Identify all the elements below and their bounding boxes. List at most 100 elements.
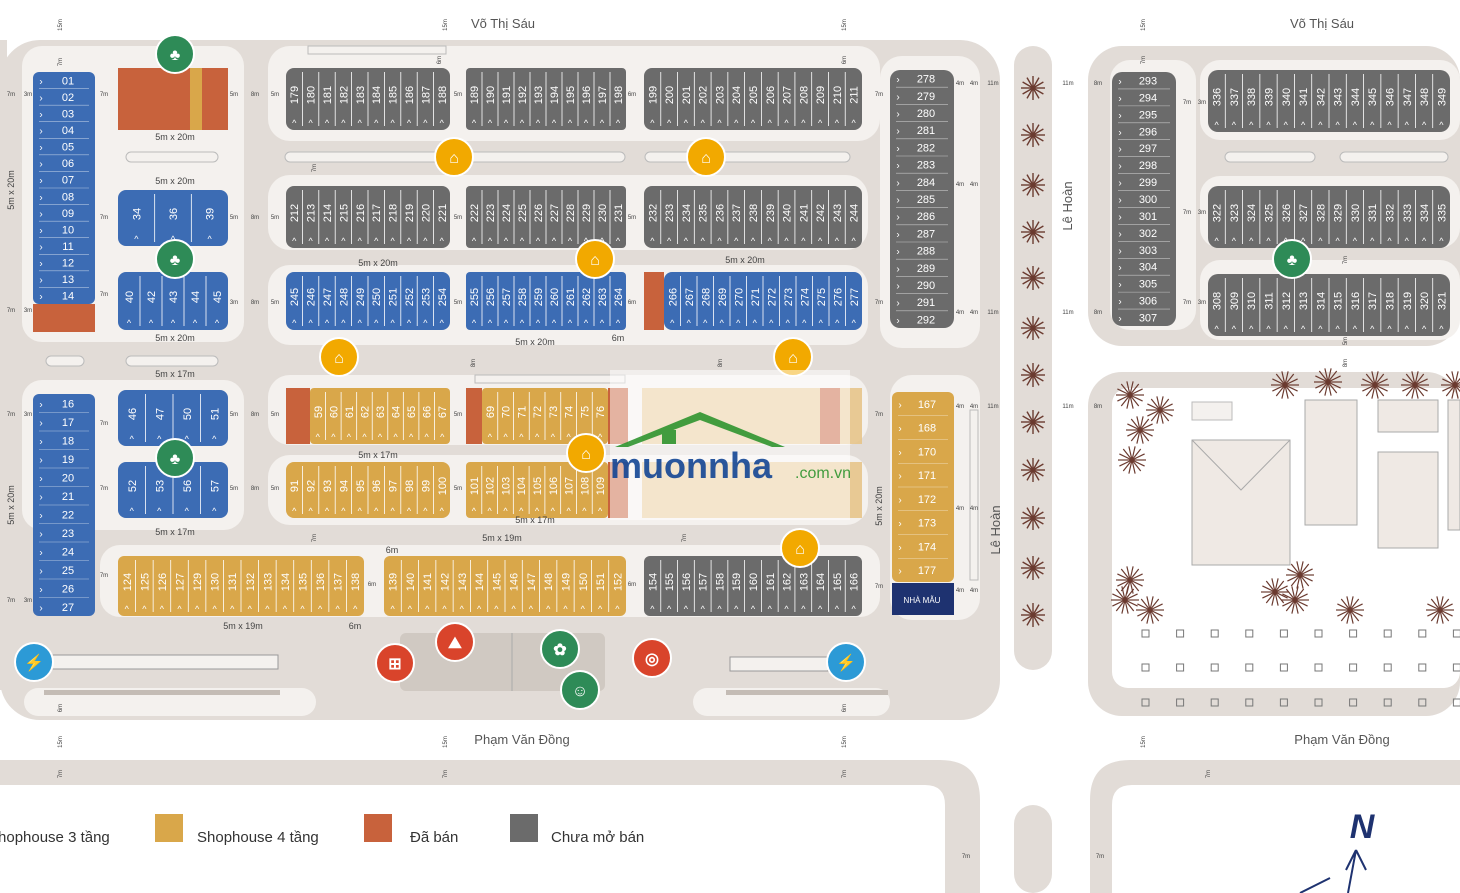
lot-number[interactable]: 229 [581, 204, 593, 222]
lot-number[interactable]: 332 [1385, 204, 1397, 222]
lot-number[interactable]: 231 [613, 204, 625, 222]
lot-number[interactable]: 305 [1139, 279, 1157, 291]
lot-number[interactable]: 167 [918, 399, 936, 411]
lot-number[interactable]: 22 [62, 509, 74, 521]
lot-number[interactable]: 282 [917, 142, 935, 154]
lot-number[interactable]: 160 [748, 573, 760, 591]
lot-number[interactable]: 98 [404, 480, 416, 492]
lot-number[interactable]: 293 [1139, 75, 1157, 87]
lot-number[interactable]: 179 [289, 86, 301, 104]
lot-number[interactable]: 61 [344, 406, 356, 418]
lot-number[interactable]: 251 [388, 288, 400, 306]
lot-number[interactable]: 193 [533, 86, 545, 104]
lot-number[interactable]: 313 [1298, 292, 1310, 310]
lot-number[interactable]: 36 [168, 208, 180, 220]
lot-number[interactable]: 183 [355, 86, 367, 104]
lot-number[interactable]: 233 [664, 204, 676, 222]
lot-number[interactable]: 25 [62, 565, 74, 577]
lot-number[interactable]: 340 [1281, 88, 1293, 106]
lot-number[interactable]: 219 [404, 204, 416, 222]
lot-number[interactable]: 234 [681, 204, 693, 222]
lot-number[interactable]: 198 [613, 86, 625, 104]
lot-number[interactable]: 217 [371, 204, 383, 222]
lot-number[interactable]: 247 [322, 288, 334, 306]
lot-number[interactable]: 50 [182, 408, 194, 420]
lot-number[interactable]: 258 [517, 288, 529, 306]
lot-number[interactable]: 147 [526, 573, 538, 591]
lot-number[interactable]: 307 [1139, 313, 1157, 325]
lot-number[interactable]: 66 [422, 406, 434, 418]
lot-number[interactable]: 315 [1333, 292, 1345, 310]
lot-number[interactable]: 250 [371, 288, 383, 306]
lot-number[interactable]: 290 [917, 280, 935, 292]
lot-number[interactable]: 21 [62, 491, 74, 503]
lot-number[interactable]: 126 [157, 573, 169, 591]
lot-number[interactable]: 216 [355, 204, 367, 222]
lot-number[interactable]: 67 [437, 406, 449, 418]
lot-number[interactable]: 334 [1419, 204, 1431, 222]
lot-number[interactable]: 277 [849, 288, 861, 306]
lot-number[interactable]: 73 [548, 406, 560, 418]
lot-number[interactable]: 232 [647, 204, 659, 222]
lot-number[interactable]: 16 [62, 398, 74, 410]
lot-number[interactable]: 100 [437, 477, 449, 495]
lot-number[interactable]: 95 [355, 480, 367, 492]
lot-number[interactable]: 213 [306, 204, 318, 222]
lot-number[interactable]: 289 [917, 263, 935, 275]
lot-number[interactable]: 99 [420, 480, 432, 492]
lot-number[interactable]: 191 [501, 86, 513, 104]
lot-number[interactable]: 151 [595, 573, 607, 591]
lot-number[interactable]: 338 [1246, 88, 1258, 106]
lot-number[interactable]: 336 [1212, 88, 1224, 106]
lot-number[interactable]: 92 [306, 480, 318, 492]
lot-number[interactable]: 238 [748, 204, 760, 222]
lot-number[interactable]: 108 [579, 477, 591, 495]
lot-number[interactable]: 134 [280, 573, 292, 591]
lot-number[interactable]: 342 [1315, 88, 1327, 106]
lot-number[interactable]: 269 [717, 288, 729, 306]
lot-number[interactable]: 144 [474, 573, 486, 591]
lot-number[interactable]: 149 [561, 573, 573, 591]
lot-number[interactable]: 339 [1264, 88, 1276, 106]
lot-number[interactable]: 17 [62, 417, 74, 429]
lot-number[interactable]: 159 [731, 573, 743, 591]
lot-number[interactable]: 329 [1333, 204, 1345, 222]
lot-number[interactable]: 102 [485, 477, 497, 495]
lot-number[interactable]: 267 [684, 288, 696, 306]
lot-number[interactable]: 312 [1281, 292, 1293, 310]
lot-number[interactable]: 71 [516, 406, 528, 418]
lot-number[interactable]: 236 [714, 204, 726, 222]
lot-number[interactable]: 173 [918, 518, 936, 530]
lot-number[interactable]: 140 [405, 573, 417, 591]
lot-number[interactable]: 188 [437, 86, 449, 104]
lot-number[interactable]: 298 [1139, 160, 1157, 172]
lot-number[interactable]: 349 [1436, 88, 1448, 106]
lot-number[interactable]: 39 [205, 208, 217, 220]
lot-number[interactable]: 311 [1264, 292, 1276, 310]
lot-number[interactable]: 177 [918, 565, 936, 577]
lot-number[interactable]: 10 [62, 224, 74, 236]
lot-number[interactable]: 345 [1367, 88, 1379, 106]
lot-number[interactable]: 43 [168, 291, 180, 303]
lot-number[interactable]: 328 [1315, 204, 1327, 222]
lot-number[interactable]: 195 [565, 86, 577, 104]
lot-number[interactable]: 274 [799, 288, 811, 306]
lot-number[interactable]: 202 [698, 86, 710, 104]
lot-number[interactable]: 129 [192, 573, 204, 591]
lot-number[interactable]: 223 [485, 204, 497, 222]
lot-number[interactable]: 317 [1367, 292, 1379, 310]
lot-number[interactable]: 304 [1139, 262, 1157, 274]
lot-number[interactable]: 76 [595, 406, 607, 418]
lot-number[interactable]: 154 [647, 573, 659, 591]
lot-number[interactable]: 220 [420, 204, 432, 222]
lot-number[interactable]: 324 [1246, 204, 1258, 222]
lot-number[interactable]: 309 [1229, 292, 1241, 310]
lot-number[interactable]: 244 [849, 204, 861, 222]
lot-number[interactable]: 57 [209, 480, 221, 492]
lot-number[interactable]: 40 [124, 291, 136, 303]
lot-number[interactable]: 180 [306, 86, 318, 104]
lot-number[interactable]: 69 [485, 406, 497, 418]
lot-number[interactable]: 27 [62, 602, 74, 614]
lot-number[interactable]: 133 [262, 573, 274, 591]
lot-number[interactable]: 170 [918, 446, 936, 458]
